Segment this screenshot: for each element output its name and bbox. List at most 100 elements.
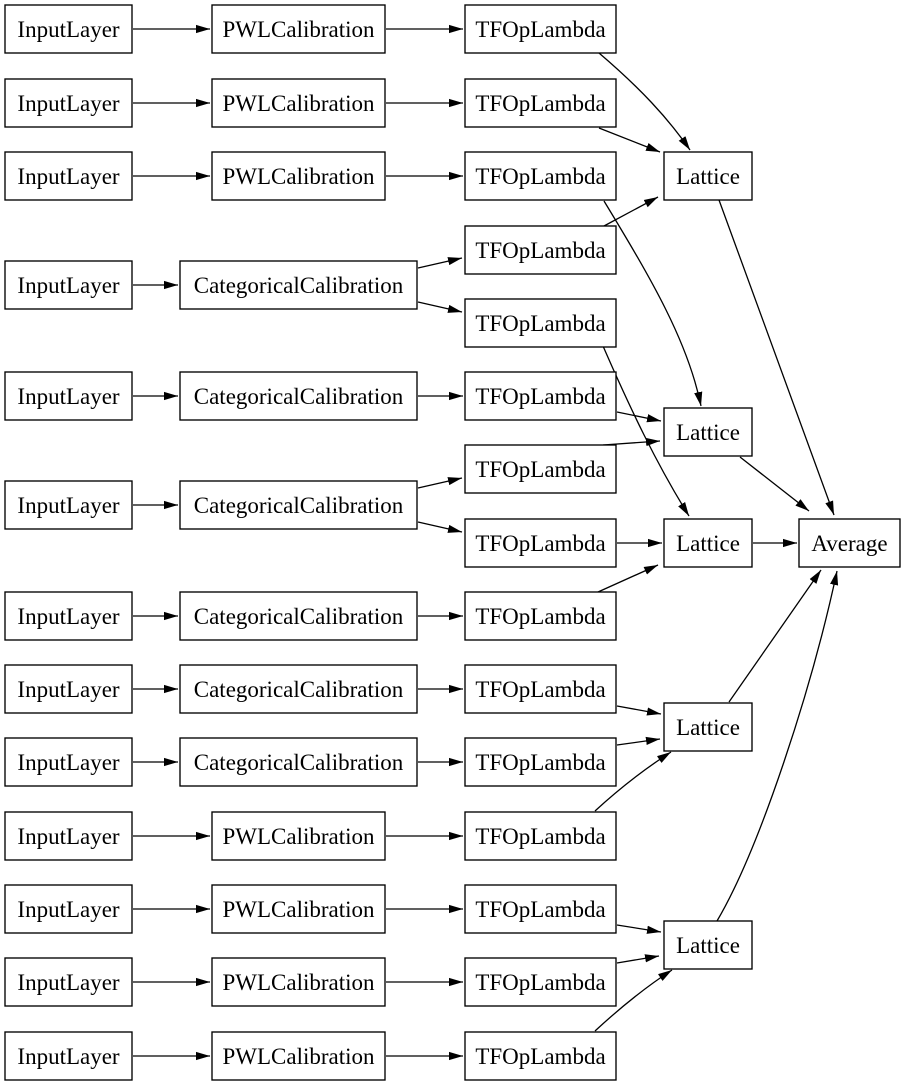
edge-calib_6-tfop_7 [417,477,463,489]
node-label-calib_6: CategoricalCalibration [194,493,404,518]
node-label-tfop_5: TFOpLambda [475,311,605,336]
edge-tfop_15-lattice_5 [594,969,673,1032]
node-label-calib_11: PWLCalibration [222,897,375,922]
node-calib_6: CategoricalCalibration [179,480,418,530]
node-box-input_2 [4,78,133,128]
node-tfop_6: TFOpLambda [464,371,617,421]
node-label-tfop_14: TFOpLambda [475,970,605,995]
node-input_8: InputLayer [4,664,133,714]
node-input_10: InputLayer [4,811,133,861]
node-calib_12: PWLCalibration [211,957,386,1007]
edge-lattice_5-average [716,570,839,922]
node-input_3: InputLayer [4,151,133,201]
node-calib_1: PWLCalibration [211,4,386,54]
edge-tfop_10-lattice_4 [616,705,662,716]
node-label-input_6: InputLayer [17,493,120,518]
node-label-tfop_2: TFOpLambda [475,91,605,116]
node-label-input_2: InputLayer [17,91,120,116]
node-label-tfop_6: TFOpLambda [475,384,605,409]
node-input_6: InputLayer [4,480,133,530]
node-box-calib_11 [211,884,386,934]
node-box-calib_4 [179,260,418,310]
node-calib_7: CategoricalCalibration [179,591,418,641]
node-calib_4: CategoricalCalibration [179,260,418,310]
edge-calib_6-tfop_8 [417,521,463,533]
node-box-tfop_2 [464,78,617,128]
node-label-input_12: InputLayer [17,970,120,995]
node-tfop_14: TFOpLambda [464,957,617,1007]
node-tfop_2: TFOpLambda [464,78,617,128]
edge-tfop_14-lattice_5 [616,954,660,964]
node-calib_8: CategoricalCalibration [179,664,418,714]
node-tfop_4: TFOpLambda [464,225,617,275]
node-box-tfop_5 [464,298,617,348]
node-box-input_12 [4,957,133,1007]
node-label-lattice_5: Lattice [676,933,740,958]
node-box-input_4 [4,260,133,310]
node-label-input_9: InputLayer [17,750,120,775]
edge-lattice_4-average [728,569,822,703]
node-box-calib_13 [211,1031,386,1081]
node-tfop_12: TFOpLambda [464,811,617,861]
node-input_9: InputLayer [4,737,133,787]
node-tfop_3: TFOpLambda [464,151,617,201]
node-input_7: InputLayer [4,591,133,641]
node-box-calib_2 [211,78,386,128]
edge-tfop_5-lattice_3 [602,345,690,517]
node-label-calib_13: PWLCalibration [222,1044,375,1069]
node-label-tfop_12: TFOpLambda [475,824,605,849]
node-label-calib_12: PWLCalibration [222,970,375,995]
node-box-tfop_4 [464,225,617,275]
node-tfop_11: TFOpLambda [464,737,617,787]
edge-lattice_2-average [739,456,810,512]
node-label-tfop_10: TFOpLambda [475,677,605,702]
edges-layer [133,24,839,1061]
node-box-input_7 [4,591,133,641]
node-calib_2: PWLCalibration [211,78,386,128]
node-box-input_9 [4,737,133,787]
node-label-input_10: InputLayer [17,824,120,849]
node-label-tfop_8: TFOpLambda [475,531,605,556]
node-calib_5: CategoricalCalibration [179,371,418,421]
node-label-tfop_3: TFOpLambda [475,164,605,189]
node-lattice_5: Lattice [663,920,753,970]
node-label-input_1: InputLayer [17,17,120,42]
node-box-tfop_12 [464,811,617,861]
node-label-calib_8: CategoricalCalibration [194,677,404,702]
node-calib_13: PWLCalibration [211,1031,386,1081]
node-input_13: InputLayer [4,1031,133,1081]
node-lattice_1: Lattice [663,151,753,201]
node-average: Average [798,518,901,568]
node-lattice_2: Lattice [663,407,753,457]
node-box-lattice_2 [663,407,753,457]
node-label-calib_7: CategoricalCalibration [194,604,404,629]
node-label-input_11: InputLayer [17,897,120,922]
node-label-tfop_1: TFOpLambda [475,17,605,42]
edge-tfop_9-lattice_3 [597,564,659,593]
node-label-calib_9: CategoricalCalibration [194,750,404,775]
node-box-calib_10 [211,811,386,861]
node-box-lattice_5 [663,920,753,970]
node-input_11: InputLayer [4,884,133,934]
edge-tfop_11-lattice_4 [616,736,661,746]
node-box-lattice_4 [663,702,753,752]
edge-calib_4-tfop_5 [417,301,463,313]
node-label-calib_4: CategoricalCalibration [194,273,404,298]
node-tfop_10: TFOpLambda [464,664,617,714]
node-box-tfop_1 [464,4,617,54]
edge-tfop_12-lattice_4 [594,751,672,812]
node-label-average: Average [811,531,887,556]
node-box-tfop_15 [464,1031,617,1081]
edge-calib_4-tfop_4 [417,257,463,269]
node-box-tfop_6 [464,371,617,421]
node-label-input_4: InputLayer [17,273,120,298]
node-label-calib_2: PWLCalibration [222,91,375,116]
node-label-lattice_1: Lattice [676,164,740,189]
edge-tfop_6-lattice_2 [616,411,662,423]
node-box-calib_5 [179,371,418,421]
node-box-tfop_7 [464,444,617,494]
edge-tfop_3-lattice_2 [603,200,703,407]
node-label-tfop_7: TFOpLambda [475,457,605,482]
node-label-input_13: InputLayer [17,1044,120,1069]
